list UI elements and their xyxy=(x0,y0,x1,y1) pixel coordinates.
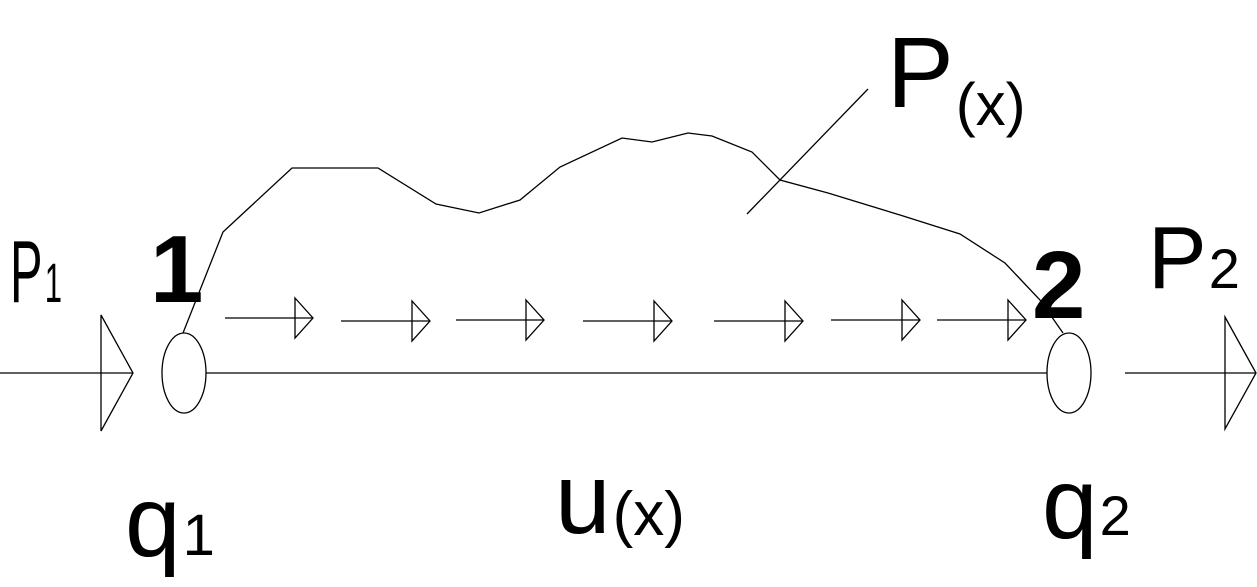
velocity-arrows xyxy=(225,296,1027,343)
outlet-flow-arrow-icon xyxy=(1125,314,1257,432)
pressure-profile-curve xyxy=(182,132,1064,334)
inlet-flow-arrow-icon xyxy=(0,314,134,432)
velocity-arrow-icon xyxy=(831,298,921,342)
pressure-profile-label: P(x) xyxy=(887,17,1026,138)
velocity-arrow-icon xyxy=(456,298,545,342)
inlet-flow-label: q1 xyxy=(125,466,215,578)
node-2-circle xyxy=(1046,332,1092,414)
outlet-flow-label: q2 xyxy=(1042,448,1131,560)
pressure-leader-line xyxy=(746,88,869,215)
node-1-label: 1 xyxy=(150,216,203,323)
velocity-arrow-icon xyxy=(714,299,804,343)
velocity-arrow-icon xyxy=(341,299,431,343)
velocity-arrow-icon xyxy=(937,298,1027,342)
velocity-arrow-icon xyxy=(225,296,314,340)
velocity-arrow-icon xyxy=(583,299,673,343)
node-2-label: 2 xyxy=(1032,232,1085,339)
node-1-circle xyxy=(161,332,207,414)
outlet-pressure-label: P2 xyxy=(1148,208,1240,307)
inlet-pressure-label: P1 xyxy=(10,222,62,321)
velocity-label: u(x) xyxy=(555,443,685,555)
